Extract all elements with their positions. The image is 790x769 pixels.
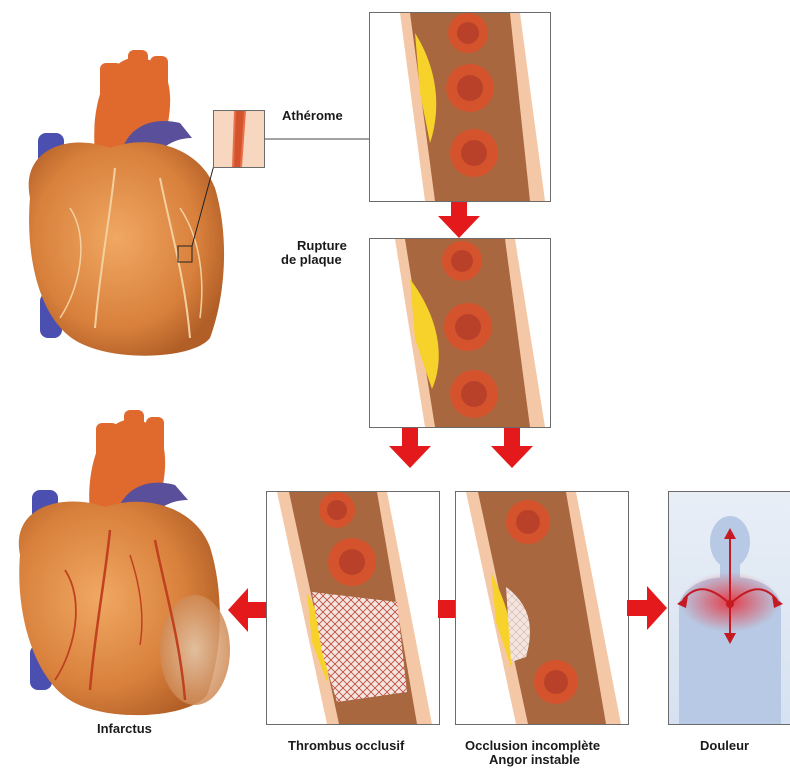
panel-connector: [438, 600, 456, 618]
label-thrombus-occlusif: Thrombus occlusif: [288, 738, 404, 753]
panel-occlusion-incomplete: [455, 491, 629, 725]
arrow-down-icon: [389, 428, 431, 468]
arrow-left-icon: [228, 588, 268, 632]
panel-rupture-de-plaque: [369, 238, 551, 428]
label-rupture-line1: Rupture: [297, 238, 347, 253]
panel-thrombus-occlusif: [266, 491, 440, 725]
label-douleur: Douleur: [700, 738, 749, 753]
panel-atherome: [369, 12, 551, 202]
arrow-down-icon: [438, 202, 480, 238]
infarct-heart-illustration: [0, 405, 240, 725]
arrow-right-icon: [627, 586, 667, 630]
label-infarctus: Infarctus: [97, 721, 152, 736]
label-angor-instable: Angor instable: [489, 752, 580, 767]
label-rupture-line2: de plaque: [281, 252, 342, 267]
label-atherome: Athérome: [282, 108, 343, 123]
panel-douleur: [668, 491, 790, 725]
zoom-inset: [213, 110, 265, 168]
arrow-down-icon: [491, 428, 533, 468]
label-occlusion-incomplete: Occlusion incomplète: [465, 738, 600, 753]
